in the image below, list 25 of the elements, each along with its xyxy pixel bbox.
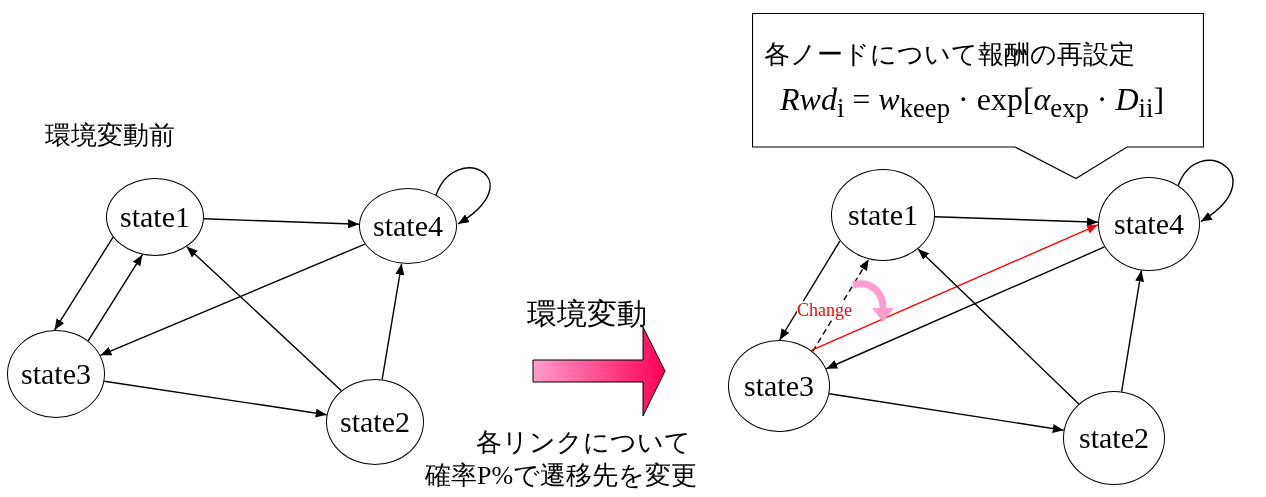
arrow bbox=[381, 263, 405, 381]
formula: Rwd$_{i}$ = w$_{keep}$ · exp[α$_{exp}$ · D$_{ii}$] bbox=[780, 81, 1165, 125]
arrow bbox=[810, 224, 1099, 352]
arrow bbox=[186, 245, 343, 392]
arrow bbox=[811, 258, 870, 353]
arrow bbox=[778, 240, 841, 341]
arrow bbox=[53, 236, 114, 331]
callout-text: 各ノードについて報酬の再設定 bbox=[764, 39, 1135, 71]
arrow bbox=[917, 248, 1080, 405]
transition-label: 環境変動 bbox=[527, 296, 647, 332]
heading: 環境変動前 bbox=[45, 120, 175, 152]
callout-box bbox=[752, 13, 1204, 179]
arrow bbox=[435, 167, 491, 225]
arrow bbox=[87, 254, 144, 342]
arrow bbox=[203, 218, 360, 229]
arrow bbox=[99, 243, 366, 357]
change-label: Change bbox=[797, 301, 852, 319]
note-text: 各リンクについて bbox=[476, 427, 691, 459]
arrow bbox=[1120, 269, 1145, 393]
arrow bbox=[828, 393, 1065, 433]
arrow bbox=[1177, 159, 1234, 223]
arrow bbox=[103, 380, 328, 418]
arrow bbox=[825, 246, 1106, 370]
note-text: 確率P%で遷移先を変更 bbox=[425, 460, 698, 492]
arrow bbox=[934, 216, 1099, 227]
